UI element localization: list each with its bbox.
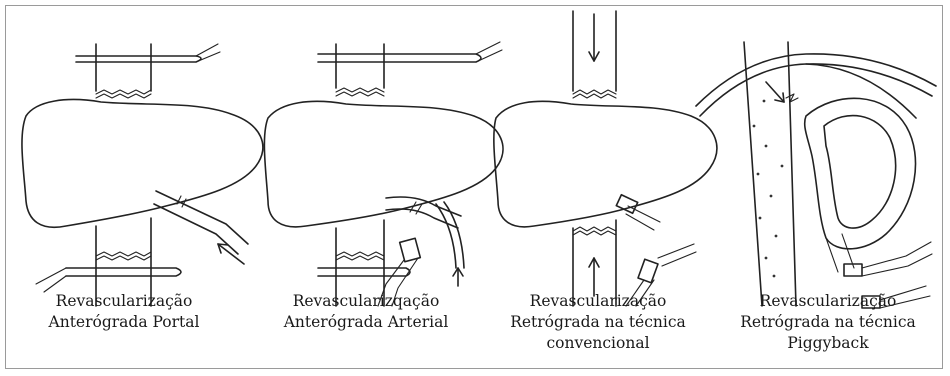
portal-vein-bottom bbox=[154, 204, 238, 254]
caption-line: Revascularização bbox=[488, 291, 708, 312]
panel-arterial-drawing bbox=[264, 42, 503, 306]
caption-line: Revascularização bbox=[14, 291, 234, 312]
liver-outline bbox=[22, 100, 263, 228]
panel-portal-drawing bbox=[22, 44, 263, 306]
figure-frame: Revascularização Anterógrada Portal Reva… bbox=[5, 5, 943, 369]
caption-piggyback: Revascularização Retrógrada na técnica P… bbox=[718, 291, 938, 354]
caption-line: Revascularização bbox=[718, 291, 938, 312]
caption-line: Retrógrada na técnica bbox=[488, 312, 708, 333]
caption-conventional: Revascularização Retrógrada na técnica c… bbox=[488, 291, 708, 354]
panel-conventional-drawing bbox=[494, 11, 717, 306]
lower-clamp bbox=[66, 268, 181, 276]
caption-line: Anterógrada Portal bbox=[14, 312, 234, 333]
portal-vein-top bbox=[156, 191, 248, 244]
upper-clamp bbox=[76, 56, 201, 62]
caption-line: Retrógrada na técnica bbox=[718, 312, 938, 333]
upper-anastomosis bbox=[96, 90, 151, 94]
caption-line: convencional bbox=[488, 333, 708, 354]
panel-piggyback-drawing bbox=[696, 42, 936, 308]
caption-line: Revascularizqação bbox=[256, 291, 476, 312]
caption-line: Piggyback bbox=[718, 333, 938, 354]
caption-line: Anterógrada Arterial bbox=[256, 312, 476, 333]
caption-arterial: Revascularizqação Anterógrada Arterial bbox=[256, 291, 476, 333]
caption-portal: Revascularização Anterógrada Portal bbox=[14, 291, 234, 333]
